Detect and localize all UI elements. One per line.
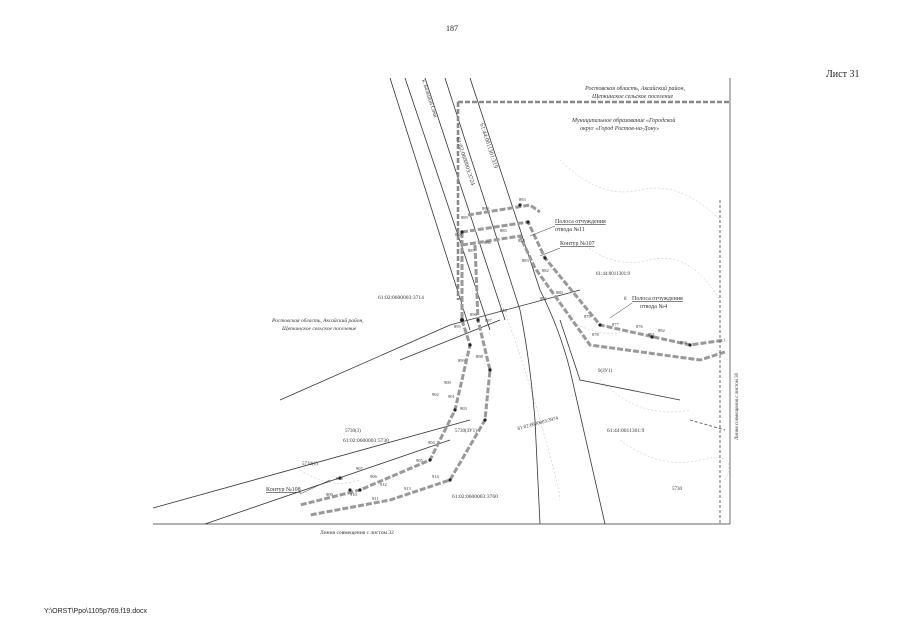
callout-zone-4-line2: отвода №4	[640, 304, 667, 310]
parcel-3730-zu: 5730(ЗУ1)	[455, 429, 477, 434]
survey-point-label: 881	[540, 296, 547, 301]
survey-point-label: 902	[432, 392, 439, 397]
survey-point-label: 897	[485, 318, 493, 323]
parcel-3974: 61:02:0600003:3974	[517, 416, 559, 432]
survey-point-label: 898	[476, 354, 484, 359]
parcel-3019: 61:44:0011301:9	[607, 428, 645, 434]
survey-point-label: 906	[370, 474, 378, 479]
survey-point-label: 909	[326, 492, 334, 497]
municipality-line2: округ «Город Ростов-на-Дону»	[580, 125, 659, 132]
survey-point-label: 915	[500, 308, 508, 313]
survey-points	[338, 203, 692, 492]
parcel-3730: 61:02:0600003:5730	[343, 438, 389, 444]
survey-point-label: 901	[448, 394, 455, 399]
sheet-label: Лист 31	[826, 69, 860, 80]
street-label: к. Большой Сочи	[420, 78, 439, 118]
allotment-corridor	[299, 203, 726, 517]
callout-leaders	[299, 225, 633, 495]
match-line-bottom: Линия совмещения с листом 32	[320, 530, 394, 536]
parcel-3714: 61:02:0600003:3714	[378, 295, 424, 301]
region-left-line2: Щепкинское сельское поселение	[281, 326, 357, 332]
survey-point-label: 913	[404, 486, 412, 491]
survey-point-label: 890	[482, 206, 490, 211]
survey-point-label: 903	[460, 406, 468, 411]
survey-point-label: 894	[680, 340, 688, 345]
callout-zone-11-line2: отвода №11	[555, 227, 585, 233]
survey-point-label: 888	[455, 232, 463, 237]
region-top-right-line1: Ростовская область, Аксайский район,	[584, 85, 685, 92]
survey-point-label: 877	[612, 322, 620, 327]
municipal-boundary	[456, 100, 730, 300]
match-line-right: Линия совмещения с листом 30	[735, 372, 740, 440]
callout-zone-11-line1: Полоса отчуждения	[555, 219, 606, 225]
parcel-5730-br: 5730	[672, 487, 683, 492]
survey-point-label: 883	[522, 258, 530, 263]
municipality-line1: Муниципальное образование «Городской	[571, 117, 675, 124]
parcel-5730-3: 5730(3)	[345, 429, 361, 434]
survey-point-label: 885	[500, 228, 508, 233]
parcel-7169: 61:44:0011301:319	[478, 123, 498, 169]
region-left-line1: Ростовская область, Аксайский район,	[271, 317, 364, 324]
survey-point-label: 882	[542, 268, 549, 273]
survey-point-label: 893	[519, 197, 527, 202]
region-top-right-line2: Щепкинское сельское поселение	[591, 94, 673, 100]
parcel-5710: 5710(1)	[302, 462, 318, 467]
parcel-9zu: 9(ЗУ1)	[598, 369, 613, 374]
survey-point-label: 889	[461, 215, 469, 220]
parcel-3760: 61:02:0600003:3760	[452, 494, 498, 500]
point-labels: 893 890 889 888 887 886 885 884 883 882 881 880 879 8…	[326, 197, 688, 501]
survey-point-label: 911	[372, 496, 379, 501]
parcel-8: 8	[624, 297, 627, 302]
callout-contour-107: Контур №107	[560, 241, 595, 247]
survey-point-label: 884	[518, 238, 526, 243]
survey-point-label: 908	[336, 476, 344, 481]
survey-point-label: 900	[444, 380, 452, 385]
survey-point-label: 878	[592, 332, 600, 337]
footer-file-path: Y:\ORST\Ppo\1105p769.f19.docx	[44, 608, 147, 615]
survey-point-label: 910	[350, 492, 358, 497]
parcel-3019b: 61:44:0011301:9	[596, 272, 630, 277]
callout-zone-4-line1: Полоса отчуждения	[632, 296, 683, 302]
callout-contour-108: Контур №108	[266, 487, 301, 493]
survey-point-label: 904	[428, 440, 436, 445]
survey-point-label: 886	[484, 240, 492, 245]
map-labels: Ростовская область, Аксайский район, Щеп…	[266, 78, 740, 536]
right-boundary	[689, 200, 726, 524]
survey-point-label: 892	[658, 328, 665, 333]
survey-point-label: 879	[584, 314, 592, 319]
survey-point-label: 905	[416, 458, 424, 463]
survey-point-label: 907	[356, 466, 364, 471]
survey-point-label: 880	[556, 290, 564, 295]
survey-point-label: 887	[468, 248, 476, 253]
survey-point-label: 895	[454, 324, 462, 329]
survey-point-label: 914	[432, 474, 440, 479]
topo-background	[299, 159, 730, 501]
survey-point-label: 891	[648, 332, 655, 337]
survey-point-label: 899	[458, 358, 466, 363]
survey-point-label: 912	[380, 482, 387, 487]
page-number: 187	[446, 24, 458, 33]
map-frame	[153, 78, 731, 525]
survey-point-label: 896	[470, 312, 478, 317]
survey-point-label: 876	[636, 324, 644, 329]
